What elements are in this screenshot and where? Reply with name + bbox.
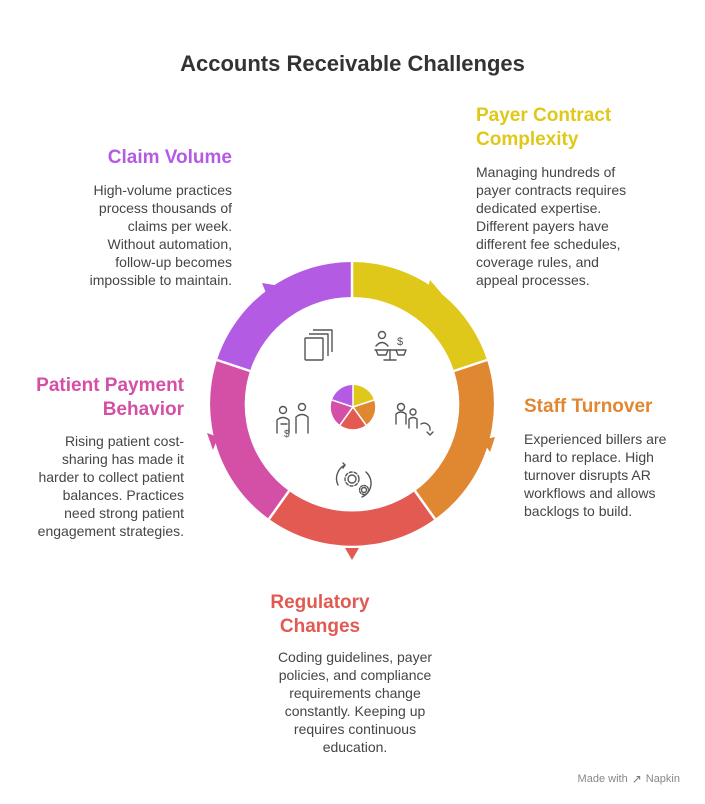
heading-patient-payment: Patient Payment Behavior bbox=[36, 375, 184, 420]
heading-regulatory-changes: Regulatory Changes bbox=[270, 592, 370, 637]
people-turnover-icon bbox=[395, 402, 434, 436]
documents-icon bbox=[304, 329, 333, 361]
description-regulatory-changes: Coding guidelines, payer policies, and c… bbox=[277, 649, 433, 755]
ring-arrow-patient-payment bbox=[207, 433, 218, 450]
napkin-logo-icon: ↗ bbox=[631, 772, 642, 786]
gear-cycle-icon bbox=[335, 462, 372, 498]
heading-payer-contract: Payer Contract Complexity bbox=[476, 105, 612, 150]
ring-arrow-payer-contract bbox=[426, 280, 442, 296]
ring-segment-regulatory-changes bbox=[269, 491, 435, 546]
footer-text: Made with bbox=[577, 773, 628, 785]
patient-payment-icon: $ bbox=[276, 402, 309, 440]
footer-brand: Napkin bbox=[645, 773, 680, 785]
ring-arrow-staff-turnover bbox=[482, 437, 495, 452]
heading-claim-volume: Claim Volume bbox=[107, 147, 232, 168]
pie-slice-staff-turnover bbox=[353, 400, 376, 425]
pie-slice-regulatory-changes bbox=[340, 407, 366, 430]
footer-credit: Made with ↗ Napkin bbox=[578, 772, 680, 786]
ring-segment-staff-turnover bbox=[415, 360, 494, 519]
svg-text:$: $ bbox=[397, 336, 403, 348]
heading-staff-turnover: Staff Turnover bbox=[524, 396, 653, 417]
svg-text:$: $ bbox=[284, 429, 290, 440]
ring-segment-claim-volume bbox=[217, 262, 352, 371]
ring-segment-patient-payment bbox=[210, 360, 289, 519]
ring-arrow-regulatory-changes bbox=[345, 548, 359, 560]
description-claim-volume: High-volume practices process thousands … bbox=[89, 182, 232, 288]
balance-scale-icon: $ bbox=[374, 330, 407, 361]
page-title: Accounts Receivable Challenges bbox=[180, 51, 525, 76]
pie-slice-patient-payment bbox=[330, 400, 353, 425]
description-payer-contract: Managing hundreds of payer contracts req… bbox=[476, 164, 627, 288]
description-patient-payment: Rising patient cost- sharing has made it… bbox=[37, 433, 184, 539]
ring-segment-payer-contract bbox=[352, 262, 487, 371]
description-staff-turnover: Experienced billers are hard to replace.… bbox=[524, 431, 667, 519]
ring-arrow-claim-volume bbox=[262, 283, 280, 298]
